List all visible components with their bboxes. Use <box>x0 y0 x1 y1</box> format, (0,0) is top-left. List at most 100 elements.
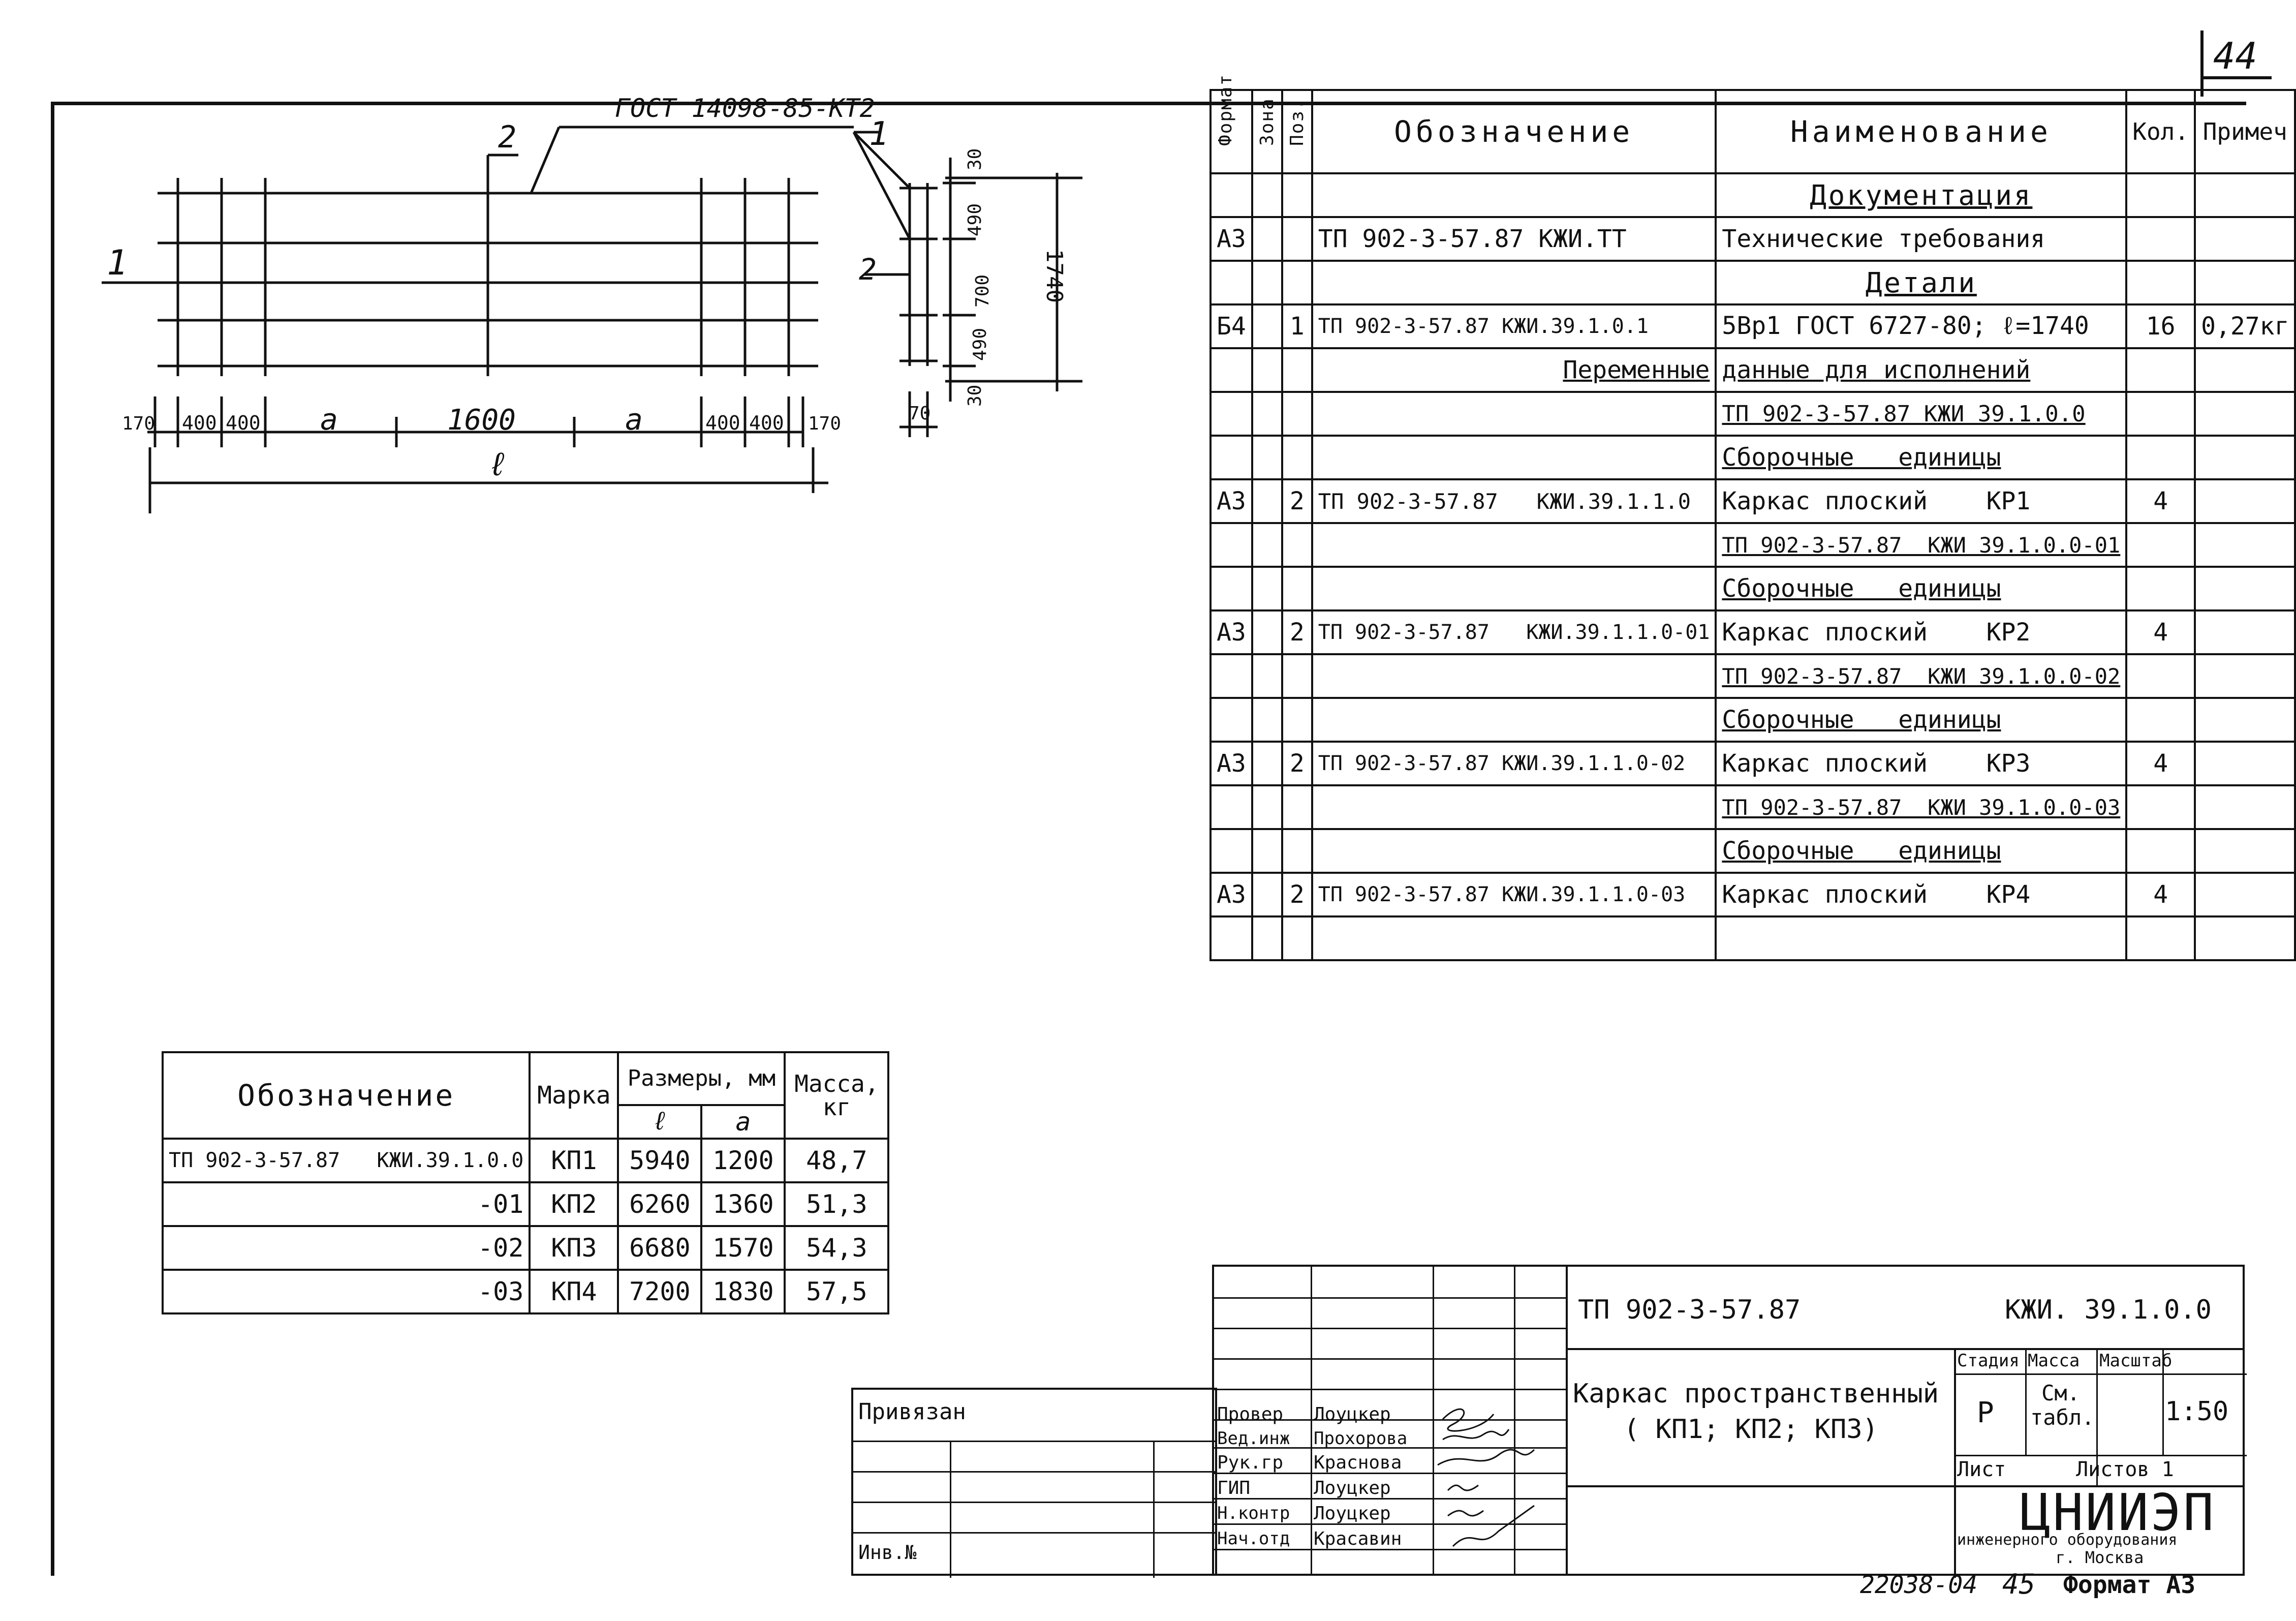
bound-label: Привязан <box>858 1399 966 1425</box>
sheet-label: Лист <box>1957 1458 2006 1481</box>
signatures <box>1437 1408 1535 1547</box>
name-5: Красавин <box>1314 1528 1402 1549</box>
role-1: Вед.инж <box>1217 1428 1290 1449</box>
dims-col-designation: Обозначение <box>161 1051 531 1140</box>
dims-col-mark: Марка <box>529 1051 619 1140</box>
stage-value: Р <box>1977 1396 1994 1429</box>
role-2: Рук.гр <box>1217 1452 1284 1473</box>
col-pos: Поз. <box>1281 89 1313 174</box>
col-note: Примеч <box>2194 89 2296 174</box>
col-format: Формат <box>1209 73 1253 174</box>
spec-row <box>1209 915 2296 961</box>
dim-400-a: 400 <box>182 412 217 434</box>
col-qty: Кол. <box>2125 89 2196 174</box>
side-dim-490-bottom: 490 <box>970 328 990 361</box>
sheets-label: Листов 1 <box>2076 1458 2174 1481</box>
name-0: Лоуцкер <box>1314 1404 1391 1425</box>
dims-col-a: a <box>700 1104 786 1140</box>
title-info-block: ТП 902-3-57.87 КЖИ. 39.1.0.0 Каркас прос… <box>1566 1265 2247 1578</box>
dim-170-left: 170 <box>122 413 155 434</box>
name-2: Краснова <box>1314 1452 1402 1473</box>
role-0: Провер <box>1217 1404 1284 1425</box>
mesh-drawing: 2 1 ГОСТ 14098-85-КТ2 170 400 400 a 1600… <box>102 94 875 513</box>
name-3: Лоуцкер <box>1314 1478 1391 1498</box>
side-total: 1740 <box>1041 249 1067 303</box>
mass-label: Масса <box>2028 1351 2080 1371</box>
doc-code: КЖИ. 39.1.0.0 <box>2005 1295 2212 1325</box>
length-label: ℓ <box>488 446 507 483</box>
mesh-pos-label-2: 2 <box>498 119 516 155</box>
gost-label: ГОСТ 14098-85-КТ2 <box>615 94 875 123</box>
spec-row: Сборочные единицы <box>1209 828 2296 874</box>
dim-400-b: 400 <box>226 412 261 434</box>
spec-row: Сборочные единицы <box>1209 435 2296 480</box>
spec-header-row: Формат Зона Поз. Обозначение Наименовани… <box>1209 73 2296 174</box>
scale-value: 1:50 <box>2165 1396 2229 1427</box>
scale-label: Масштаб <box>2099 1351 2173 1371</box>
role-5: Нач.отд <box>1217 1528 1290 1549</box>
binding-block: Привязан Инв.№ <box>851 1388 1217 1578</box>
name-4: Лоуцкер <box>1314 1503 1391 1524</box>
side-width: 70 <box>909 403 930 424</box>
side-dim-700: 700 <box>972 274 993 308</box>
format-label: Формат А3 <box>2063 1571 2196 1599</box>
col-designation: Обозначение <box>1311 89 1717 174</box>
dim-1600: 1600 <box>447 404 516 437</box>
role-3: ГИП <box>1217 1478 1251 1498</box>
sheet-number: 44 <box>2213 35 2257 77</box>
section-pos-label-1: 1 <box>869 115 889 153</box>
spec-row: ТП 902-3-57.87 КЖИ 39.1.0.0-01 <box>1209 522 2296 568</box>
spec-row: Сборочные единицы <box>1209 697 2296 743</box>
dimensions-table: Обозначение Марка Размеры, мм Масса, кг … <box>161 1051 890 1314</box>
inv-label: Инв.№ <box>858 1541 917 1564</box>
dims-header-row: Обозначение Марка Размеры, мм Масса, кг <box>161 1051 890 1140</box>
col-name: Наименование <box>1715 89 2128 174</box>
archive-number: 22038-04 <box>1860 1571 1978 1599</box>
corner-mark-bottom <box>2200 76 2272 79</box>
spec-row: Сборочные единицы <box>1209 566 2296 611</box>
role-4: Н.контр <box>1217 1503 1290 1523</box>
org-sub: инженерного оборудования <box>1957 1531 2178 1549</box>
section-pos-label-2: 2 <box>859 252 877 287</box>
stage-label: Стадия <box>1957 1351 2020 1371</box>
corner-mark <box>2200 30 2204 97</box>
dim-400-d: 400 <box>749 412 784 434</box>
name-1: Прохорова <box>1314 1428 1408 1449</box>
mesh-pos-label-1: 1 <box>107 243 128 283</box>
drawing-frame <box>51 102 2246 1576</box>
specification-table: Формат Зона Поз. Обозначение Наименовани… <box>1209 73 2296 961</box>
signature-block: Провер Лоуцкер Вед.инж Прохорова Рук.гр … <box>1212 1265 1568 1576</box>
spec-row: ТП 902-3-57.87 КЖИ 39.1.0.0-02 <box>1209 653 2296 699</box>
dims-subheader-row: ℓ a <box>163 1104 888 1140</box>
project-code: ТП 902-3-57.87 <box>1578 1295 1801 1325</box>
page-number: 45 <box>2002 1568 2036 1600</box>
spec-row: ТП 902-3-57.87 КЖИ 39.1.0.0-03 <box>1209 784 2296 830</box>
dim-a-left: a <box>320 402 338 437</box>
side-dim-30-bottom: 30 <box>965 385 985 407</box>
title-line1: Каркас пространственный <box>1573 1379 1939 1409</box>
spec-row: Документация <box>1209 172 2296 218</box>
side-dim-30-top: 30 <box>965 148 985 170</box>
dim-400-c: 400 <box>705 412 740 434</box>
dim-170-right: 170 <box>808 413 841 434</box>
section-drawing: 1 2 30 490 700 490 30 1740 70 <box>852 115 1082 437</box>
org-city: г. Москва <box>2056 1548 2144 1567</box>
org-name: ЦНИИЭП <box>2020 1483 2216 1542</box>
col-zone: Зона <box>1251 89 1283 174</box>
dims-col-mass: Масса, кг <box>784 1051 890 1140</box>
dims-col-l: ℓ <box>617 1104 703 1140</box>
side-dim-490-top: 490 <box>965 203 985 236</box>
title-line2: ( КП1; КП2; КП3) <box>1624 1414 1878 1445</box>
spec-row: Детали <box>1209 260 2296 305</box>
